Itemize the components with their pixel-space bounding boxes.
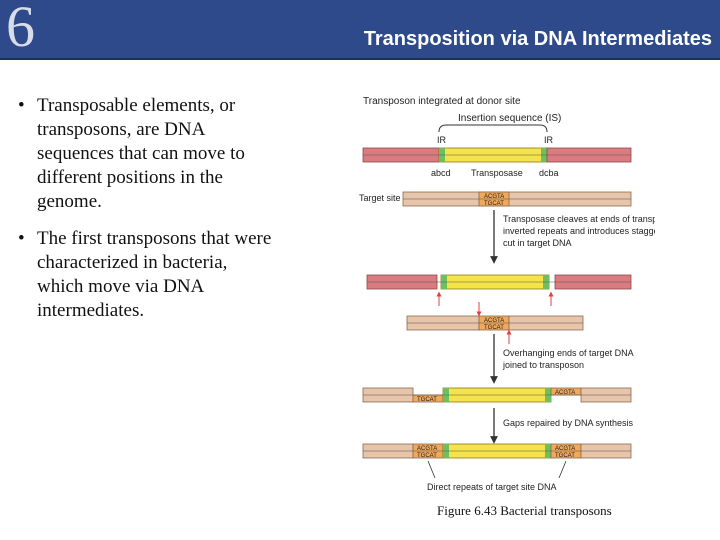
label-abcd: abcd <box>431 168 451 178</box>
bullet-item: Transposable elements, or transposons, a… <box>18 94 318 214</box>
seq-top: ACGTA <box>555 446 575 452</box>
donor-dna <box>362 147 632 163</box>
label-target-site: Target site <box>359 193 401 203</box>
is-bracket <box>438 124 548 133</box>
seq-bottom: TGCAT <box>484 201 504 207</box>
step2-line2: joined to transposon <box>502 360 584 370</box>
seq-top: ACGTA <box>417 446 437 452</box>
slide-title: Transposition via DNA Intermediates <box>363 28 712 50</box>
seq-bottom: TGCAT <box>555 453 575 459</box>
label-ir-left: IR <box>437 135 447 145</box>
cleaved-donor <box>366 274 632 290</box>
label-direct-repeats: Direct repeats of target site DNA <box>427 482 557 492</box>
label-insertion-sequence: Insertion sequence (IS) <box>458 113 561 124</box>
repaired-dna <box>362 443 632 459</box>
pointer-line <box>558 460 567 479</box>
step3-text: Gaps repaired by DNA synthesis <box>503 418 634 428</box>
label-transposase: Transposase <box>471 168 523 178</box>
seq-bottom: TGCAT <box>417 397 437 403</box>
joined-dna <box>362 387 632 403</box>
step1-line3: cut in target DNA <box>503 238 572 248</box>
cut-target <box>406 315 584 331</box>
transposon-figure: Transposon integrated at donor site Inse… <box>359 96 655 492</box>
bullet-text: Transposable elements, or transposons, a… <box>37 95 245 212</box>
label-ir-right: IR <box>544 135 554 145</box>
step2-line1: Overhanging ends of target DNA <box>503 348 634 358</box>
target-dna <box>402 191 632 207</box>
bullet-item: The first transposons that were characte… <box>18 227 318 323</box>
bullet-text: The first transposons that were characte… <box>37 228 272 321</box>
seq-bottom: TGCAT <box>417 453 437 459</box>
seq-top: ACGTA <box>555 390 575 396</box>
label-integrated: Transposon integrated at donor site <box>363 96 521 107</box>
seq-bottom: TGCAT <box>484 325 504 331</box>
step1-line1: Transposase cleaves at ends of transposo… <box>503 214 655 224</box>
chapter-number: 6 <box>6 0 35 59</box>
label-dcba: dcba <box>539 168 559 178</box>
slide-header: 6 Transposition via DNA Intermediates <box>0 0 720 60</box>
figure-caption: Figure 6.43 Bacterial transposons <box>437 503 612 518</box>
step1-line2: inverted repeats and introduces staggere… <box>503 226 655 236</box>
seq-top: ACGTA <box>484 318 504 324</box>
seq-top: ACGTA <box>484 194 504 200</box>
pointer-line <box>427 460 436 479</box>
bullet-list: Transposable elements, or transposons, a… <box>18 94 318 336</box>
